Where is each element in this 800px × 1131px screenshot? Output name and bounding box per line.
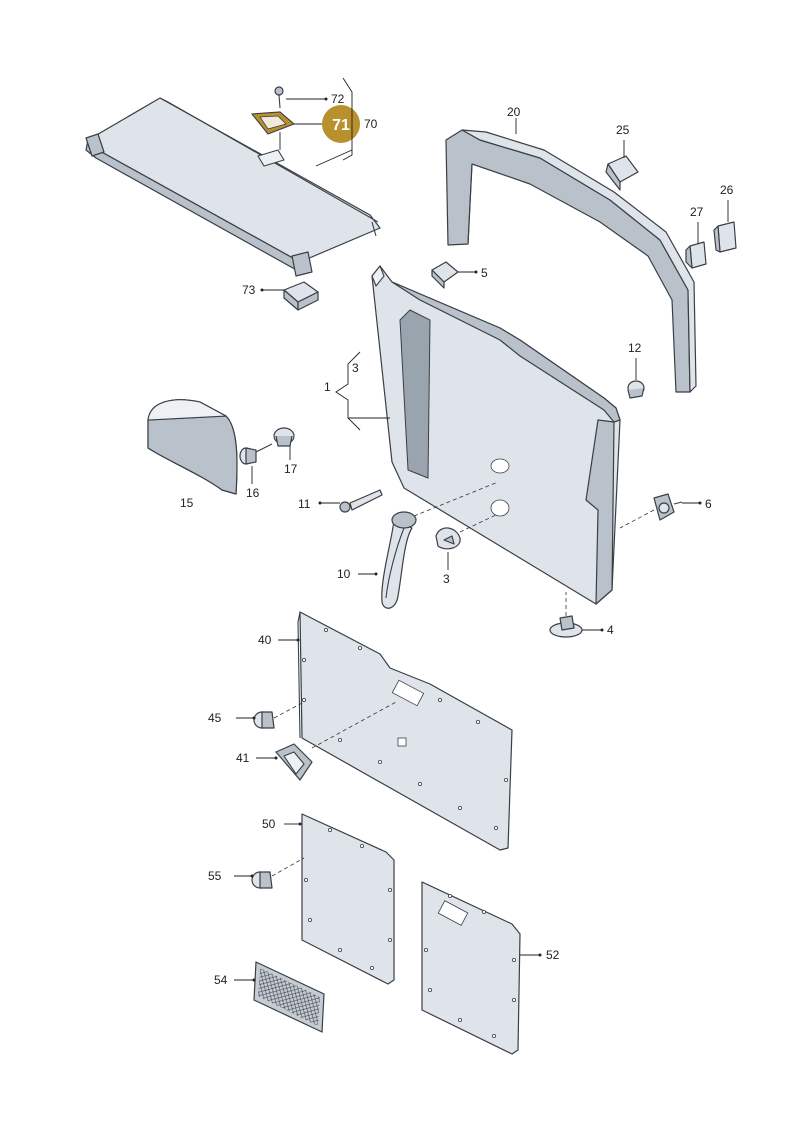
label-15: 15 [180, 496, 194, 510]
panel-52[interactable] [421, 881, 521, 1055]
label-72: 72 [331, 92, 345, 106]
clip-45[interactable] [253, 711, 275, 729]
tailgate-trim-panel-1[interactable] [371, 265, 621, 605]
label-55: 55 [208, 869, 222, 883]
label-71: 71 [332, 117, 350, 134]
clip-6[interactable] [653, 493, 683, 521]
label-12: 12 [628, 341, 642, 355]
panel-50[interactable] [301, 813, 395, 985]
label-3-lower: 3 [443, 572, 450, 586]
label-26: 26 [720, 183, 734, 197]
bracket-73[interactable] [283, 281, 319, 311]
panel-40[interactable] [297, 611, 513, 851]
storage-net-54[interactable] [253, 961, 325, 1033]
screw-11[interactable] [339, 489, 383, 513]
luggage-cover-assembly[interactable] [85, 97, 381, 277]
label-41: 41 [236, 751, 250, 765]
clip-4[interactable] [549, 615, 583, 638]
pull-strap-10[interactable] [381, 511, 417, 609]
speaker-cover-15[interactable] [147, 399, 238, 495]
screw-72[interactable] [274, 86, 284, 109]
clip-26[interactable] [713, 221, 737, 253]
clip-27[interactable] [685, 241, 707, 269]
label-70: 70 [364, 117, 378, 131]
label-45: 45 [208, 711, 222, 725]
cover-cap-3[interactable] [435, 527, 461, 550]
label-52: 52 [546, 948, 560, 962]
clip-5[interactable] [431, 261, 459, 289]
frame-71[interactable] [250, 111, 296, 135]
label-25: 25 [616, 123, 630, 137]
clip-17[interactable] [273, 427, 295, 447]
clip-25[interactable] [605, 155, 639, 191]
label-11: 11 [298, 497, 311, 511]
label-40: 40 [258, 633, 272, 647]
frame-41[interactable] [275, 743, 313, 781]
label-3-upper: 3 [352, 361, 359, 375]
part-71-badge[interactable]: 71 [322, 105, 360, 143]
label-54: 54 [214, 973, 228, 987]
label-6: 6 [705, 497, 712, 511]
plug-12[interactable] [627, 380, 645, 399]
label-17: 17 [284, 462, 298, 476]
label-50: 50 [262, 817, 276, 831]
label-27: 27 [690, 205, 704, 219]
label-10: 10 [337, 567, 351, 581]
label-20: 20 [507, 105, 521, 119]
clip-55[interactable] [251, 871, 273, 889]
label-1: 1 [324, 380, 331, 394]
tailgate-frame-trim-20[interactable] [445, 129, 697, 393]
label-4: 4 [607, 623, 614, 637]
clip-16[interactable] [239, 443, 273, 465]
label-5: 5 [481, 266, 488, 280]
label-73: 73 [242, 283, 256, 297]
label-16: 16 [246, 486, 260, 500]
